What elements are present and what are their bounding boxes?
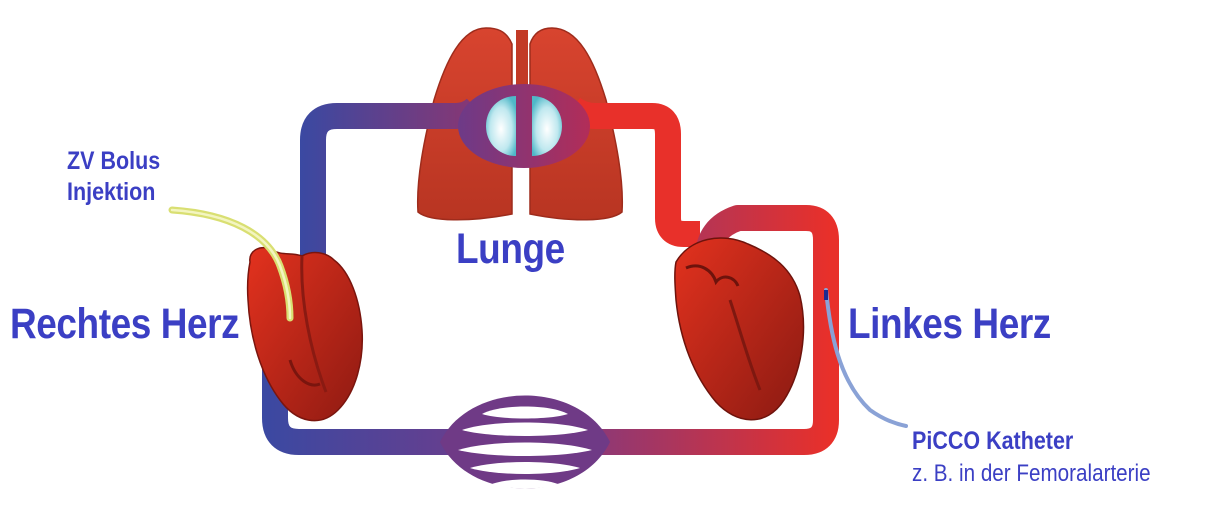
systemic-capillaries — [440, 396, 610, 489]
injection-label-line2: Injektion — [67, 179, 155, 205]
left-heart — [675, 238, 804, 420]
catheter-label-line1: PiCCO Katheter — [912, 428, 1073, 454]
injection-label-line1: ZV Bolus — [67, 148, 160, 174]
lung-label: Lunge — [456, 227, 565, 272]
left-heart-label: Linkes Herz — [848, 302, 1051, 347]
pulmonary-capillary-bed — [458, 84, 590, 168]
catheter-label-line2: z. B. in der Femoralarterie — [912, 461, 1151, 486]
right-heart-label: Rechtes Herz — [10, 302, 239, 347]
